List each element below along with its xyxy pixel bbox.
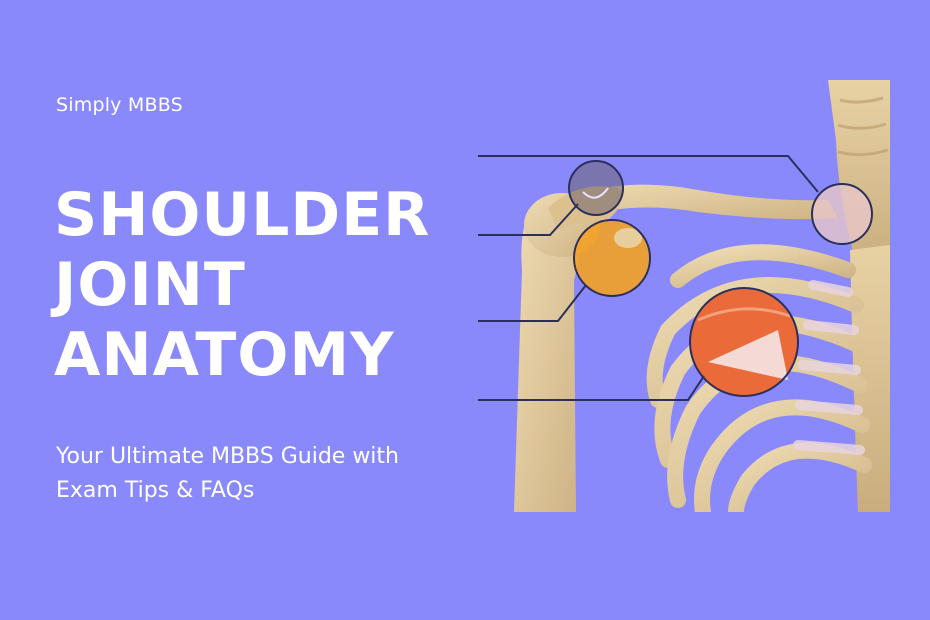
subtitle: Your Ultimate MBBS Guide with Exam Tips … <box>56 440 476 508</box>
page-title: SHOULDER JOINT ANATOMY <box>54 180 430 390</box>
brand-name: Simply MBBS <box>56 94 183 116</box>
subtitle-line-2: Exam Tips & FAQs <box>56 478 255 503</box>
humerus <box>514 200 580 512</box>
sternoclavicular-joint-highlight <box>812 184 872 244</box>
title-line-1: SHOULDER <box>54 180 431 250</box>
callout-circle-glenohumeral <box>573 219 651 297</box>
callout-lines <box>478 155 819 401</box>
title-line-2: JOINT <box>54 250 246 320</box>
costal-cartilage <box>793 280 865 455</box>
title-line-3: ANATOMY <box>54 320 395 390</box>
clavicle <box>558 184 838 220</box>
callout-circle-sternoclavicular <box>811 183 873 245</box>
acromioclavicular-joint-highlight <box>569 161 623 215</box>
callout-circle-scapulothoracic <box>689 287 799 397</box>
subtitle-line-1: Your Ultimate MBBS Guide with <box>56 444 399 469</box>
shoulder-skeleton-illustration <box>478 80 890 512</box>
callout-circle-ac <box>568 160 624 216</box>
